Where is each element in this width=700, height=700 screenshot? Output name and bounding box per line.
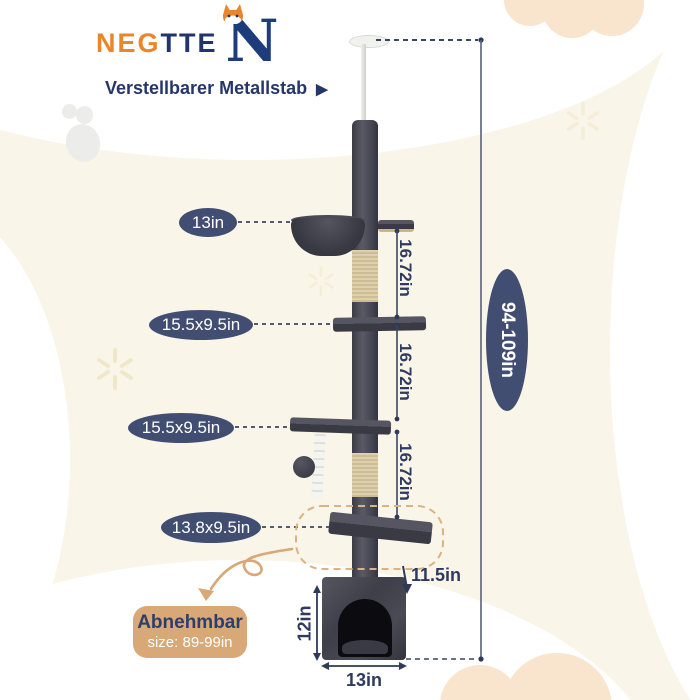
scratching-post xyxy=(352,120,378,578)
curly-arrow-head xyxy=(198,588,214,601)
ceiling-mount xyxy=(349,35,389,48)
platform-to-condo-label: 11.5in xyxy=(411,565,462,585)
hammock-width-value: 13in xyxy=(191,212,225,232)
sisal-wrap xyxy=(352,250,378,302)
hammock-width-label: 13in xyxy=(179,208,237,237)
arrow-right-icon: ▶ xyxy=(316,80,328,98)
lower-platform-label: 15.5x9.5in xyxy=(128,413,234,443)
metal-rod xyxy=(361,44,366,124)
brand-name-prefix: NEG xyxy=(96,28,161,58)
middle-platform-label: 15.5x9.5in xyxy=(149,310,253,340)
removable-badge: Abnehmbar size: 89-99in xyxy=(133,606,247,658)
spacing-top-label: 16.72in xyxy=(396,239,415,297)
badge-subtitle: size: 89-99in xyxy=(147,634,233,652)
spacing-middle-label: 16.72in xyxy=(396,343,415,401)
middle-platform-value: 15.5x9.5in xyxy=(161,315,241,334)
bottom-platform-value: 13.8x9.5in xyxy=(171,517,251,537)
sparkle-icon xyxy=(308,266,334,296)
callout-metal-rod: Verstellbarer Metallstab ▶ xyxy=(105,78,328,99)
condo-cushion xyxy=(342,640,388,654)
highlight-dashed-box xyxy=(295,505,444,570)
badge-title: Abnehmbar xyxy=(137,611,243,633)
hammock xyxy=(291,218,365,256)
condo-width-label: 13in xyxy=(346,670,383,690)
callout-text: Verstellbarer Metallstab xyxy=(105,78,308,98)
brand-logo: NEGTTE N xyxy=(96,4,279,70)
sisal-wrap xyxy=(352,453,378,497)
toy-ball xyxy=(293,456,315,478)
curly-arrow xyxy=(209,547,294,591)
condo-height-label: 12in xyxy=(294,605,315,642)
sparkle-icon xyxy=(97,348,133,390)
lower-platform-value: 15.5x9.5in xyxy=(141,418,221,437)
bottom-platform-label: 13.8x9.5in xyxy=(161,512,261,543)
sparkle-icon xyxy=(566,102,600,140)
cat-head-icon xyxy=(222,4,243,24)
total-height-label: 94-109in xyxy=(486,269,528,411)
spacing-bottom-label: 16.72in xyxy=(396,443,415,501)
brand-name-suffix: TTE xyxy=(160,28,218,58)
total-height-value: 94-109in xyxy=(497,301,519,379)
